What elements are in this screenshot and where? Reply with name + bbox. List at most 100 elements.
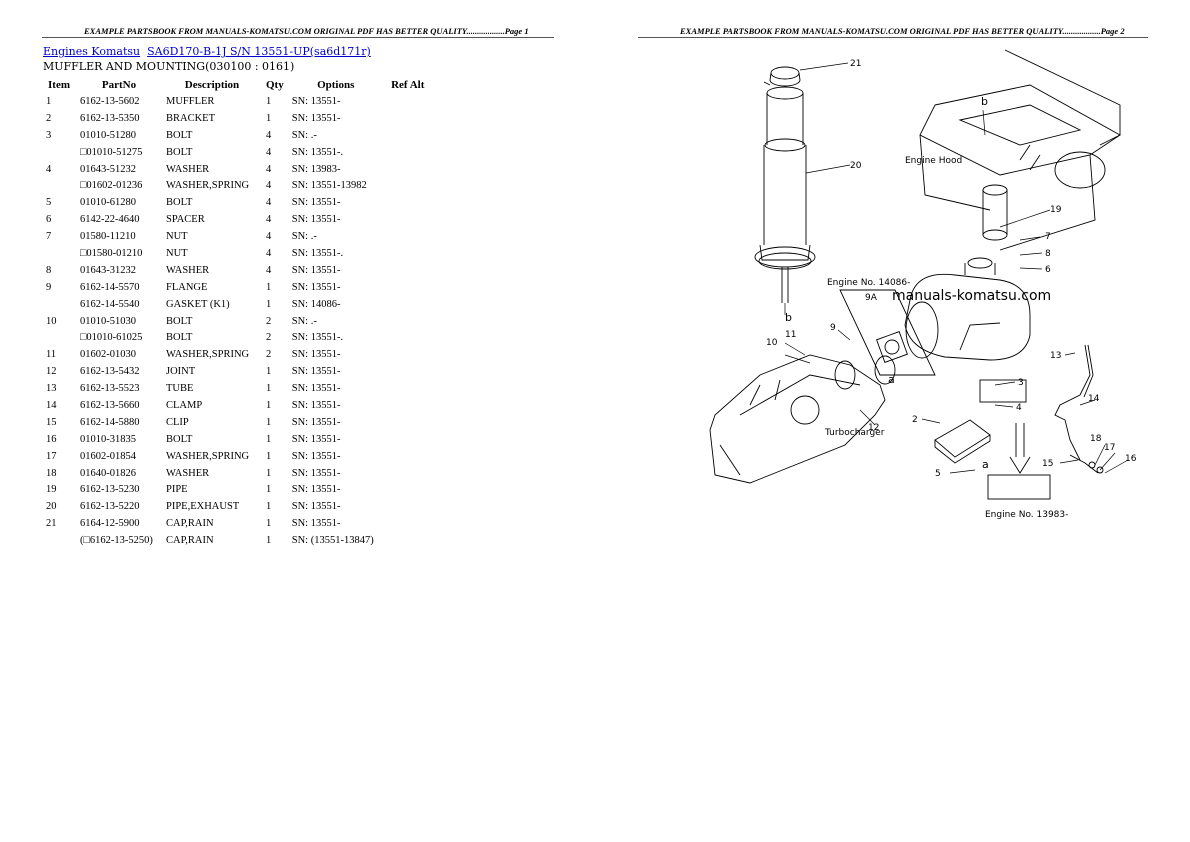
cell-quantity: 1 [266, 416, 272, 428]
cell-options: SN: 13551- [291, 349, 341, 361]
cell-quantity: 1 [266, 518, 272, 530]
cell-part-number: 01643-51232 [80, 163, 136, 175]
page1-header-rule [42, 37, 554, 38]
cell-options: SN: 13551- [291, 95, 341, 107]
cell-ref-alt [384, 194, 432, 211]
cell-description: GASKET (K1) [166, 298, 230, 310]
bracket [934, 379, 1051, 500]
cell-part-number: □01010-61025 [80, 332, 143, 344]
cell-ref-alt [384, 262, 432, 279]
callout-11: 11 [785, 330, 796, 340]
cell-quantity: 1 [266, 484, 272, 496]
cell-quantity: 4 [266, 163, 272, 175]
cell-quantity: 1 [266, 298, 272, 310]
cell-ref-alt [384, 363, 432, 380]
cell-item-number: 9 [46, 281, 52, 293]
cell-description: WASHER,SPRING [166, 349, 250, 361]
cell-part-number: 6162-13-5523 [80, 383, 140, 395]
cell-description: BRACKET [166, 112, 216, 124]
cell-quantity: 1 [266, 467, 272, 479]
callout-8: 8 [1045, 249, 1051, 259]
callout-a-gasket: a [888, 373, 895, 386]
cell-ref-alt [384, 465, 432, 482]
cell-ref-alt [384, 127, 432, 144]
cell-part-number: 01580-11210 [80, 231, 136, 243]
cell-part-number: 6162-13-5230 [80, 484, 140, 496]
cell-ref-alt [384, 296, 432, 313]
breadcrumb-engines-link[interactable]: Engines Komatsu [43, 45, 141, 58]
cell-options: SN: 13551- [291, 383, 341, 395]
callout-2: 2 [912, 415, 918, 425]
cell-item-number: 16 [46, 433, 57, 445]
leader-lines [784, 62, 1129, 474]
cell-description: BOLT [166, 146, 193, 158]
callout-21: 21 [850, 59, 861, 69]
cell-part-number: 6164-12-5900 [80, 518, 140, 530]
cell-quantity: 1 [266, 433, 272, 445]
col-description: Description [184, 78, 240, 91]
cell-part-number: □01602-01236 [80, 180, 143, 192]
callout-20: 20 [850, 161, 862, 171]
cell-ref-alt [384, 211, 432, 228]
cell-part-number: 01010-51030 [80, 315, 136, 327]
callout-7: 7 [1045, 232, 1051, 242]
cell-item-number: 15 [46, 416, 57, 428]
cell-quantity: 4 [266, 264, 272, 276]
cell-description: BOLT [166, 129, 193, 141]
cell-options: SN: 13551-. [291, 146, 344, 158]
cell-part-number: 6162-14-5540 [80, 298, 140, 310]
page2-header: EXAMPLE PARTSBOOK FROM MANUALS-KOMATSU.C… [680, 26, 1125, 36]
callout-5: 5 [935, 469, 941, 479]
cell-item-number: 8 [46, 264, 52, 276]
cell-ref-alt [384, 245, 432, 262]
col-ref-alt: Ref Alt [391, 78, 425, 91]
callout-16: 16 [1125, 454, 1137, 464]
table-row: 8 01643-31232 WASHER 4 SN: 13551- [42, 262, 432, 279]
cell-quantity: 4 [266, 129, 272, 141]
cell-part-number: 6162-13-5602 [80, 95, 140, 107]
breadcrumb-model-link[interactable]: SA6D170-B-1J S/N 13551-UP(sa6d171r) [147, 45, 371, 58]
cell-ref-alt [384, 498, 432, 515]
cell-description: NUT [166, 231, 188, 243]
parts-table-header: Item PartNo Description Qty Options Ref … [42, 76, 432, 93]
cell-ref-alt [384, 228, 432, 245]
cell-part-number: 01010-31835 [80, 433, 136, 445]
turbocharger-label: Turbocharger [824, 428, 885, 438]
cell-options: SN: 13551- [291, 264, 341, 276]
cell-item-number: 13 [46, 383, 57, 395]
cell-part-number: 01643-31232 [80, 264, 136, 276]
cell-options: SN: 13551- [291, 467, 341, 479]
callout-15: 15 [1042, 459, 1053, 469]
cell-item-number: 19 [46, 484, 57, 496]
callout-b-bottom: b [785, 311, 792, 324]
cell-quantity: 1 [266, 535, 272, 547]
cell-description: CAP,RAIN [166, 535, 214, 547]
cell-ref-alt [384, 481, 432, 498]
cell-ref-alt [384, 313, 432, 330]
cell-part-number: 6162-13-5432 [80, 366, 140, 378]
cell-description: WASHER [166, 264, 210, 276]
cell-ref-alt [384, 431, 432, 448]
cell-quantity: 2 [266, 315, 272, 327]
cell-quantity: 1 [266, 95, 272, 107]
cell-item-number: 18 [46, 467, 57, 479]
cell-item-number: 12 [46, 366, 57, 378]
cell-part-number: 6142-22-4640 [80, 214, 140, 226]
section-title: MUFFLER AND MOUNTING(030100 : 0161) [43, 60, 295, 73]
turbocharger [709, 354, 896, 484]
cell-options: SN: 13551-. [291, 247, 344, 259]
cell-item-number [42, 329, 76, 346]
cell-description: CLAMP [166, 399, 203, 411]
cell-description: BOLT [166, 197, 193, 209]
cell-part-number: 01010-61280 [80, 197, 136, 209]
cell-options: SN: 13551- [291, 450, 341, 462]
